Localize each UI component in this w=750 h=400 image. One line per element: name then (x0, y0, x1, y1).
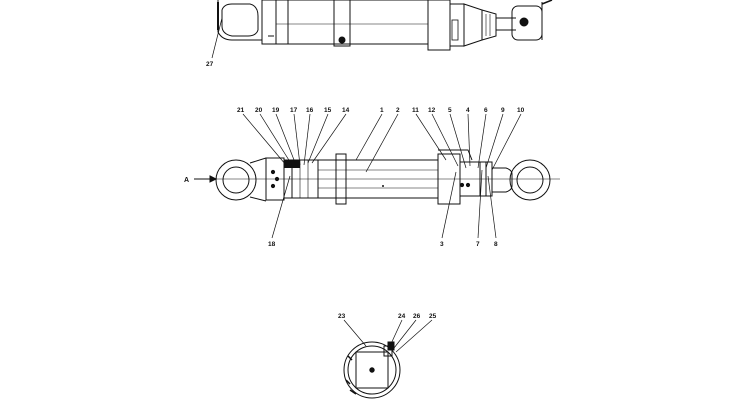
callout-16: 16 (306, 107, 314, 114)
callout-20: 20 (255, 107, 263, 114)
rod-neck (492, 167, 513, 193)
callout-25: 25 (429, 313, 437, 320)
callout-3: 3 (440, 241, 444, 248)
top-rod-eye-pin (519, 17, 529, 27)
callout-21: 21 (237, 107, 245, 114)
callout-10: 10 (517, 107, 525, 114)
callout-15: 15 (324, 107, 332, 114)
callout-2: 2 (396, 107, 400, 114)
end-view-block (355, 351, 389, 389)
callout-24: 24 (398, 313, 406, 320)
callout-6: 6 (484, 107, 488, 114)
end-view-center (369, 367, 375, 373)
callout-19: 19 (272, 107, 280, 114)
gland-nut (459, 161, 493, 197)
end-view-fitting (387, 341, 395, 351)
end-view (343, 341, 401, 399)
end-view-inner-ring (347, 345, 397, 395)
view-a-label: A (184, 177, 189, 184)
callout-17: 17 (290, 107, 298, 114)
callout-9: 9 (501, 107, 505, 114)
top-gland (427, 0, 451, 51)
callout-23: 23 (338, 313, 346, 320)
callout-11: 11 (412, 107, 419, 114)
top-left-clevis-ring (221, 3, 259, 37)
left-eye-outer (215, 159, 257, 201)
top-left-flange (261, 0, 277, 45)
main-cylinder-view (194, 149, 560, 205)
end-view-outer-ring (343, 341, 401, 399)
callout-1: 1 (380, 107, 384, 114)
left-eye-inner (222, 166, 250, 194)
callout-4: 4 (466, 107, 470, 114)
right-eye-inner (516, 166, 544, 194)
main-leaders (242, 113, 522, 239)
top-clamp-band (333, 0, 351, 47)
callout-26: 26 (413, 313, 421, 320)
top-rod-boot-end (481, 9, 497, 41)
top-rod-boot (463, 3, 483, 47)
head-boot (438, 149, 473, 161)
callout-5: 5 (448, 107, 452, 114)
right-eye-outer (509, 159, 551, 201)
leader-27 (211, 17, 223, 59)
callout-18: 18 (268, 241, 276, 248)
callout-14: 14 (342, 107, 350, 114)
top-cylinder-view (217, 0, 553, 51)
top-clamp-bolt (338, 36, 346, 44)
callout-12: 12 (428, 107, 436, 114)
callout-7: 7 (476, 241, 480, 248)
top-barrel (275, 0, 429, 45)
end-view-leaders (343, 319, 433, 353)
callout-8: 8 (494, 241, 498, 248)
view-a-arrowhead (209, 175, 218, 183)
barrel-clamp (335, 153, 347, 205)
callout-27: 27 (206, 61, 214, 68)
